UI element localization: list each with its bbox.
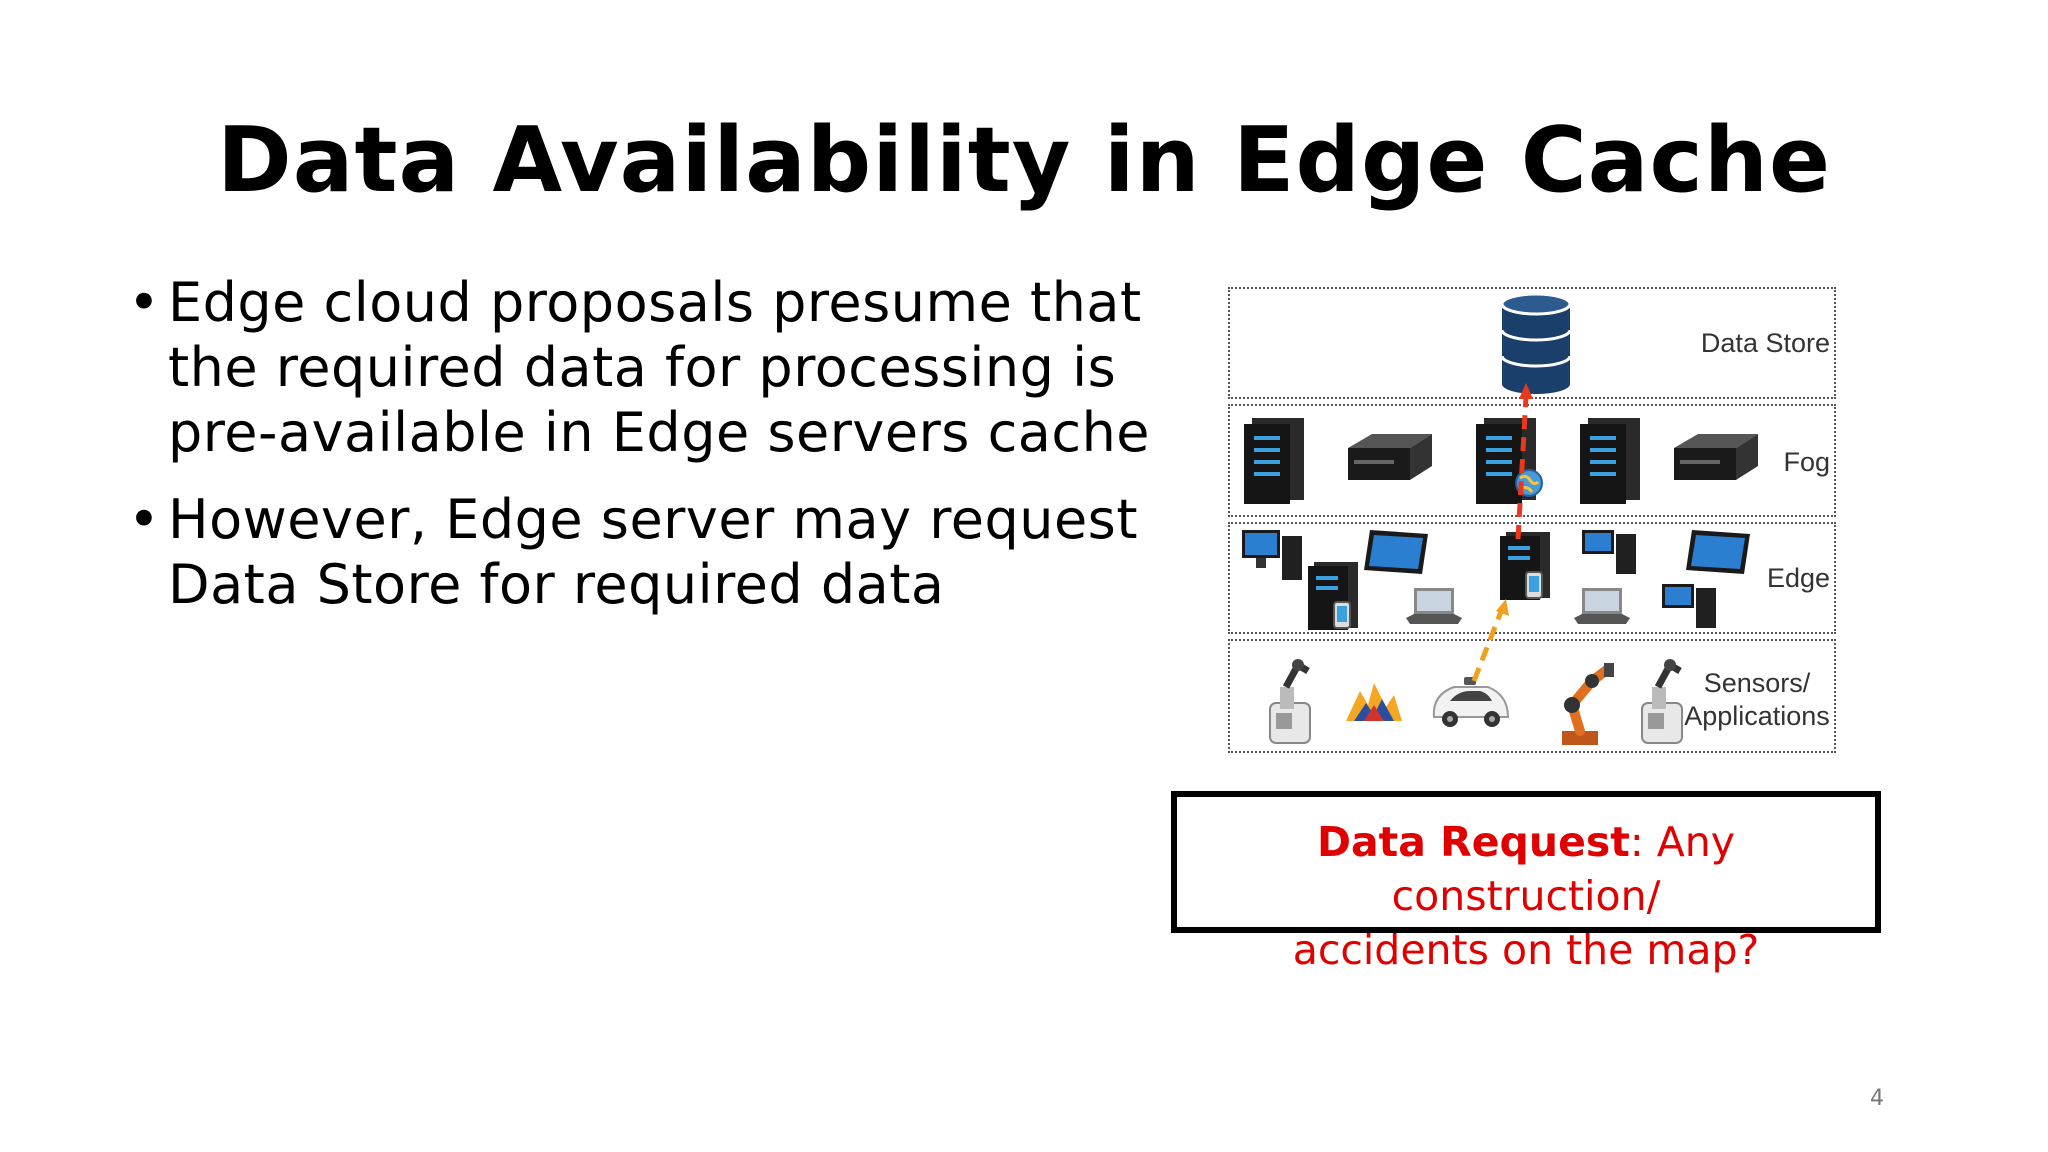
server-tower-icon	[1244, 418, 1304, 504]
rack-server-icon	[1348, 434, 1432, 480]
industrial-robot-icon	[1562, 663, 1614, 745]
bullet-icon: •	[128, 488, 161, 551]
bullet-item: • Edge cloud proposals presume that the …	[128, 270, 1168, 465]
callout-label: Data Request	[1316, 818, 1630, 866]
data-request-callout: Data Request: Any construction/ accident…	[1171, 791, 1881, 974]
layer-fog: Fog	[1228, 404, 1836, 517]
request-arrows	[1471, 383, 1533, 682]
bullet-text: However, Edge server may request Data St…	[168, 488, 1138, 616]
bullet-list: • Edge cloud proposals presume that the …	[128, 270, 1168, 639]
laptop-icon	[1406, 588, 1462, 624]
bullet-icon: •	[128, 271, 161, 334]
layer-label-sensors-line1: Sensors/	[1703, 668, 1811, 698]
bullet-item: • However, Edge server may request Data …	[128, 487, 1168, 617]
arrow-edge-to-fog	[1515, 396, 1529, 540]
layer-label-sensors-line2: Applications	[1684, 701, 1830, 731]
server-with-phone-icon	[1308, 562, 1358, 630]
bullet-text: Edge cloud proposals presume that the re…	[168, 271, 1151, 464]
app-logo-icon	[1346, 683, 1402, 721]
laptop-icon	[1574, 588, 1630, 624]
tablet-icon	[1364, 530, 1428, 574]
desktop-computer-icon	[1242, 530, 1302, 580]
layer-label-fog: Fog	[1783, 447, 1830, 477]
slide-title: Data Availability in Edge Cache	[217, 108, 1831, 213]
server-with-phone-icon	[1500, 532, 1550, 600]
tablet-icon	[1686, 530, 1750, 574]
database-icon	[1500, 292, 1572, 394]
callout-line1: Data Request: Any construction/	[1177, 815, 1875, 923]
self-driving-car-icon	[1432, 677, 1510, 727]
desktop-computer-icon	[1662, 584, 1716, 628]
server-tower-icon	[1580, 418, 1640, 504]
robot-arm-icon	[1269, 659, 1311, 744]
edge-architecture-diagram: Data Store	[1228, 287, 1838, 765]
layer-label-edge: Edge	[1766, 563, 1830, 593]
robot-arm-icon	[1641, 659, 1683, 744]
desktop-computer-icon	[1582, 530, 1636, 574]
server-tower-icon	[1476, 418, 1536, 504]
layer-label-sensors: Sensors/ Applications	[1678, 667, 1836, 733]
rack-server-icon	[1674, 434, 1758, 480]
callout-line2: accidents on the map?	[1292, 926, 1760, 974]
arrow-head-upper	[1519, 383, 1533, 399]
callout-line1-rest: : Any construction/	[1391, 818, 1736, 920]
layer-label-data-store: Data Store	[1700, 328, 1830, 358]
layer-edge: Edge	[1228, 522, 1836, 634]
layer-sensors-applications: Sensors/ Applications	[1228, 639, 1836, 753]
page-number: 4	[1870, 1086, 1884, 1111]
arrow-head-lower	[1496, 599, 1509, 616]
arrow-sensor-to-edge	[1471, 608, 1505, 682]
